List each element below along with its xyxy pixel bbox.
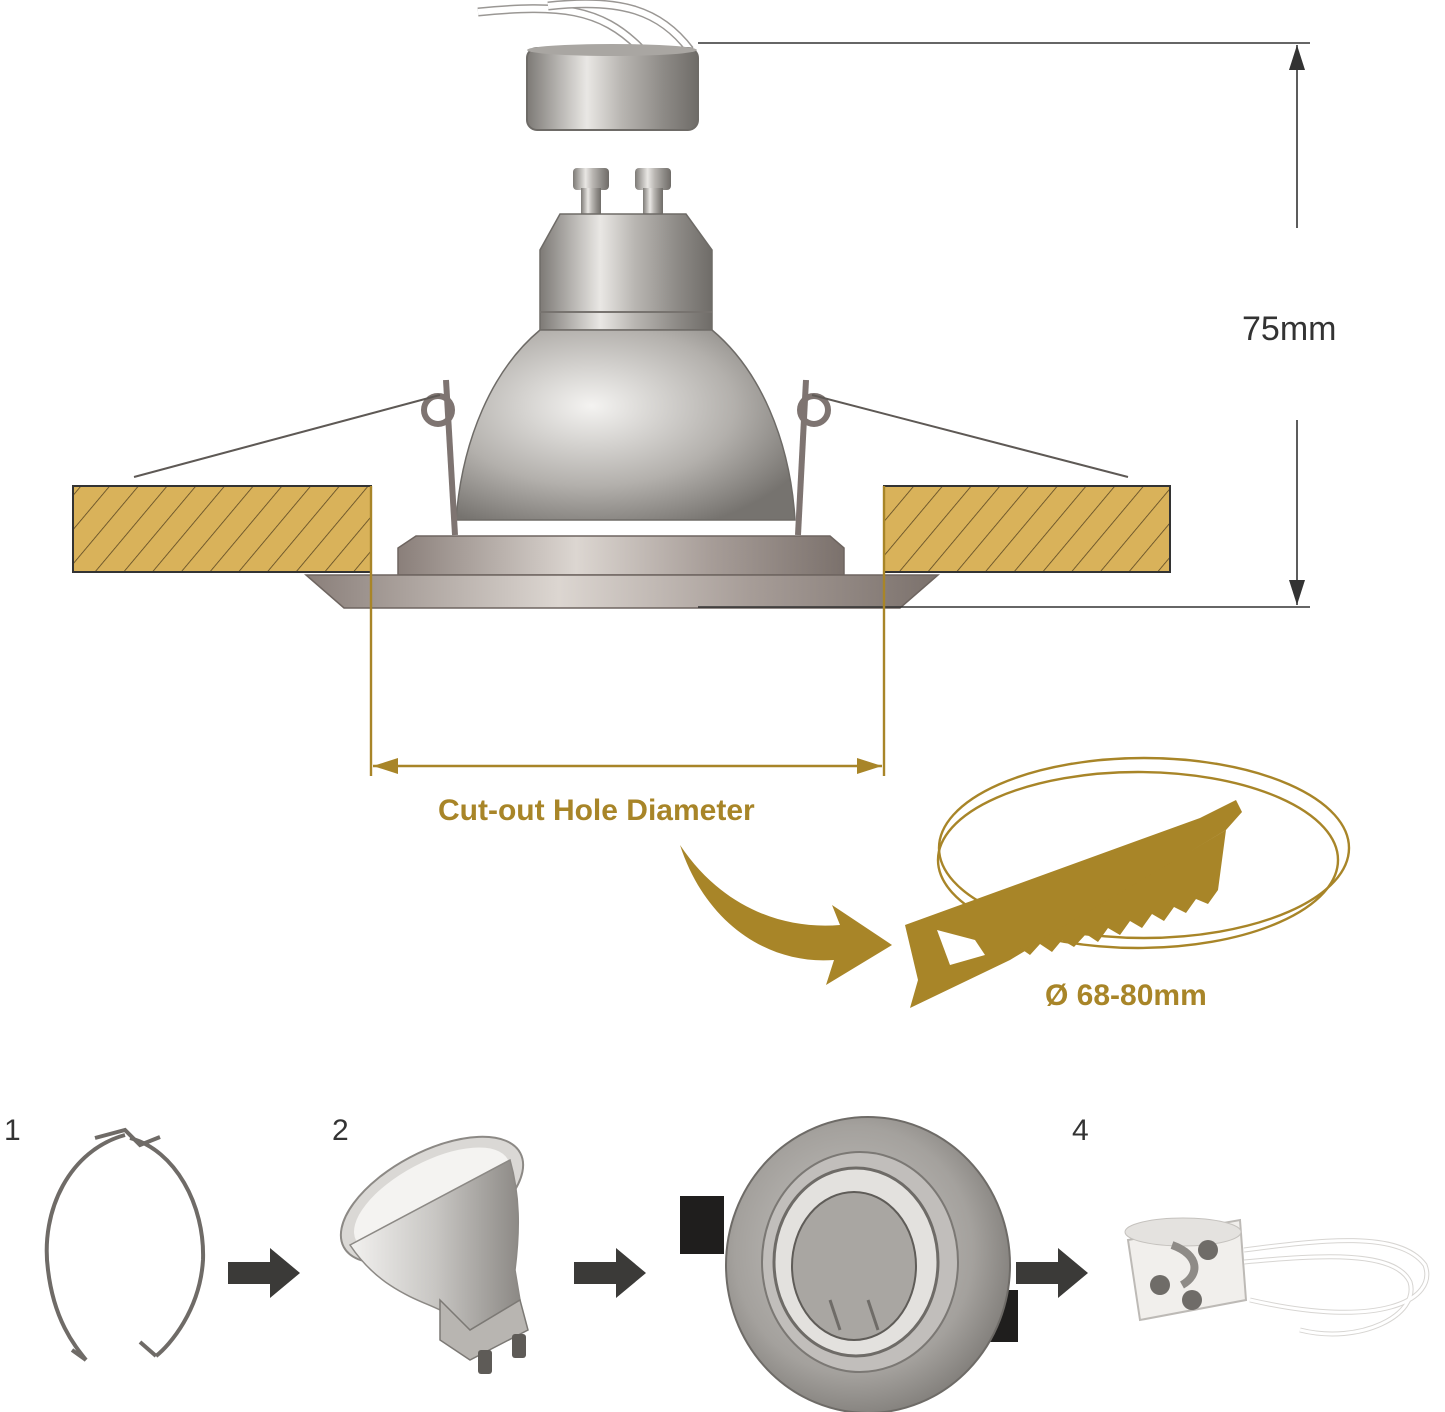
cutout-dimension <box>369 486 886 776</box>
height-label: 75mm <box>1242 310 1336 348</box>
cutout-label: Cut-out Hole Diameter <box>438 794 755 827</box>
gu10-bulb-part <box>339 1135 529 1374</box>
step-number-1: 1 <box>4 1114 21 1147</box>
step-number-2: 2 <box>332 1114 349 1147</box>
ceiling-board-right <box>883 485 1171 573</box>
spring-clip-part <box>44 1127 206 1362</box>
saw-icon <box>905 800 1242 1008</box>
height-dimension <box>698 42 1310 608</box>
spring-clip-left <box>133 379 458 536</box>
supply-wires <box>477 0 694 53</box>
curved-arrow <box>680 845 892 985</box>
downlight-frame-part <box>680 1116 1018 1412</box>
cross-section: 75mm Cut-out Hole Diameter Ø 68-80mm <box>72 0 1351 1012</box>
diameter-label: Ø 68-80mm <box>1045 979 1207 1012</box>
step-arrow-3 <box>1016 1248 1088 1298</box>
step-number-4: 4 <box>1072 1114 1089 1147</box>
lamp-holder-puck <box>526 44 699 131</box>
step-arrow-2 <box>574 1248 646 1298</box>
gu10-pins <box>573 168 671 218</box>
bulb-neck <box>539 213 713 331</box>
hole-outline <box>936 756 1351 950</box>
downlight-frame <box>303 535 941 609</box>
lamp-holder-part <box>1124 1217 1430 1337</box>
spring-clip-right <box>795 379 1129 536</box>
step-arrow-1 <box>228 1248 300 1298</box>
ceiling-board-left <box>72 485 372 573</box>
bulb-reflector <box>455 329 796 521</box>
parts-sequence: 1 2 <box>4 1114 1430 1412</box>
